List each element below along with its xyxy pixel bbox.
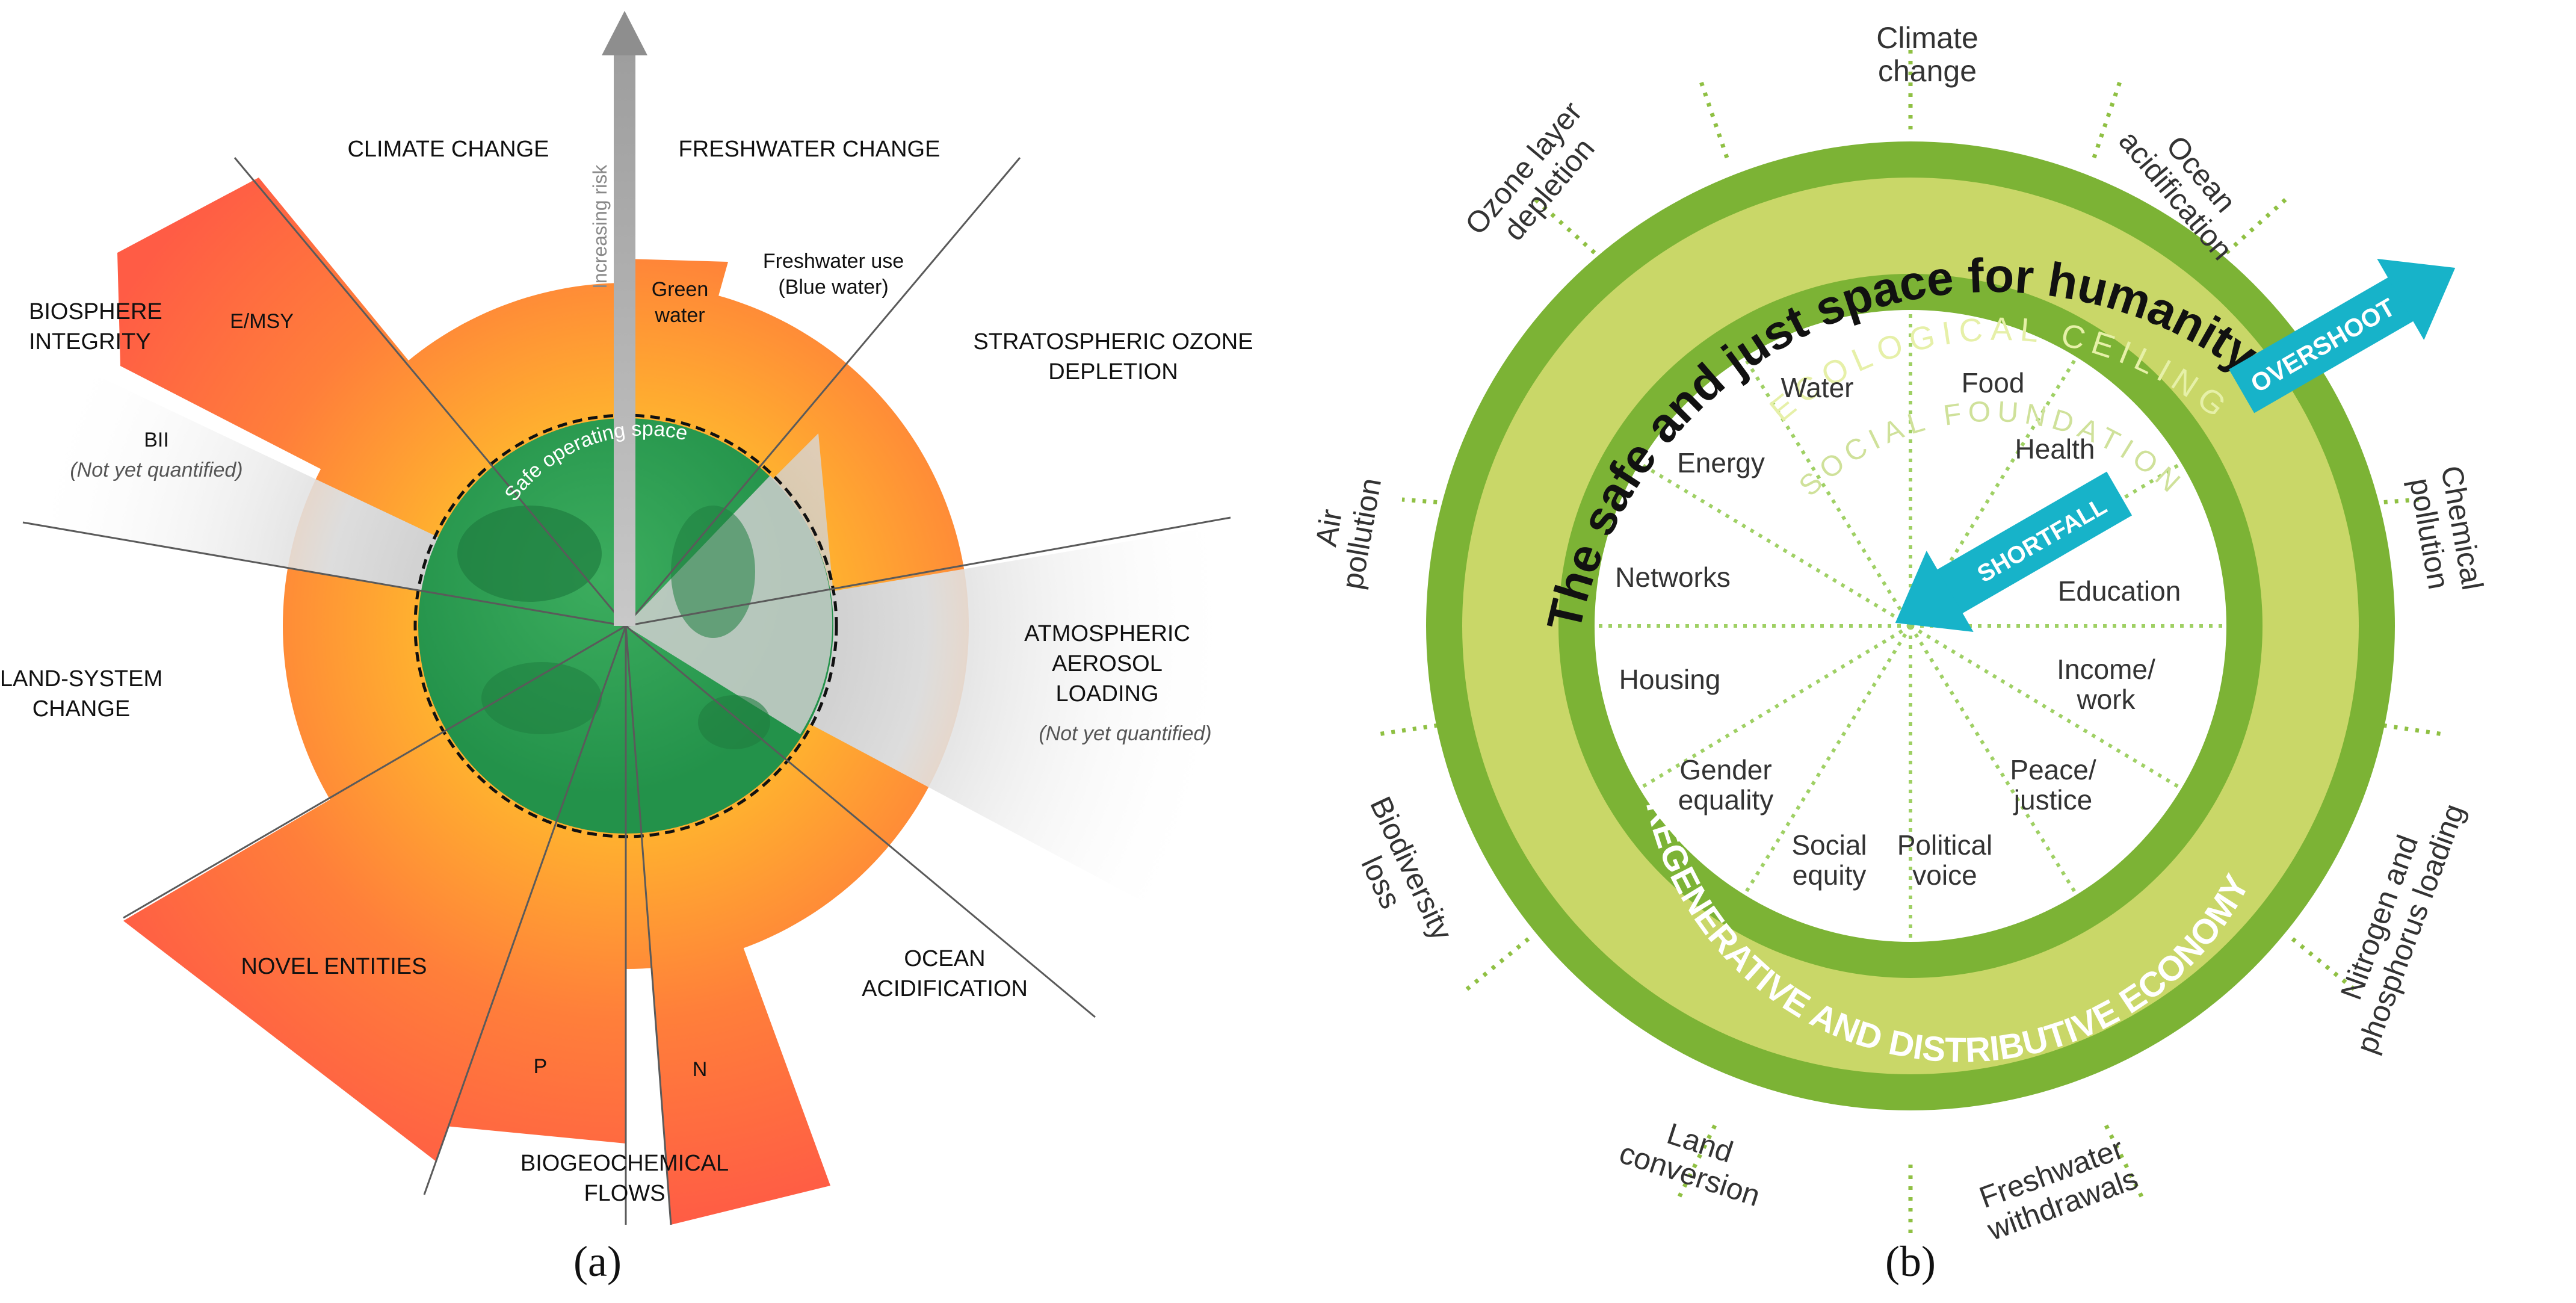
label-aerosol-3: LOADING xyxy=(1055,681,1158,707)
social-water: Water xyxy=(1781,372,1854,403)
social-health: Health xyxy=(2015,433,2095,465)
social-energy: Energy xyxy=(1677,447,1765,478)
social-political-1: Political xyxy=(1897,829,1993,861)
globe-continent xyxy=(671,506,755,638)
social-networks: Networks xyxy=(1615,562,1731,593)
panel-b: ECOLOGICAL CEILING The safe and just spa… xyxy=(1309,21,2489,1286)
eco-climate-1: Climate xyxy=(1876,21,1978,55)
globe-continent xyxy=(698,695,770,749)
label-nitrogen: N xyxy=(693,1058,708,1081)
label-green-water-2: water xyxy=(654,304,705,327)
caption-b: (b) xyxy=(1885,1237,1936,1286)
social-food: Food xyxy=(1962,367,2025,398)
label-emsy: E/MSY xyxy=(230,310,294,333)
increasing-risk-arrow-head xyxy=(602,11,647,55)
social-peace-1: Peace/ xyxy=(2010,754,2096,785)
label-ocean-acidification-1: OCEAN xyxy=(904,946,985,971)
eco-climate-2: change xyxy=(1878,54,1977,88)
label-phosphorus: P xyxy=(534,1055,548,1078)
increasing-risk-label: Increasing risk xyxy=(589,164,611,289)
sector-dividers xyxy=(22,157,1231,1225)
label-aerosol-note: (Not yet quantified) xyxy=(1039,722,1211,745)
label-novel-entities: NOVEL ENTITIES xyxy=(241,954,427,979)
label-biosphere-1: BIOSPHERE xyxy=(29,299,162,324)
social-income-2: work xyxy=(2076,684,2136,715)
label-stratospheric-ozone-2: DEPLETION xyxy=(1048,359,1178,385)
label-climate-change: CLIMATE CHANGE xyxy=(347,137,549,162)
label-freshwater-use-1: Freshwater use xyxy=(763,250,904,273)
social-education: Education xyxy=(2058,575,2181,607)
label-freshwater-use-2: (Blue water) xyxy=(778,276,888,299)
label-bii: BII xyxy=(144,429,169,451)
increasing-risk-arrow-shaft xyxy=(614,54,635,626)
globe-continent xyxy=(481,662,602,734)
label-land-system-1: LAND-SYSTEM xyxy=(0,666,162,692)
caption-a: (a) xyxy=(573,1237,622,1286)
label-biogeochemical-2: FLOWS xyxy=(584,1181,665,1206)
label-biosphere-2: INTEGRITY xyxy=(29,329,151,354)
social-foundation-spokes xyxy=(1595,313,2226,942)
label-biogeochemical-1: BIOGEOCHEMICAL xyxy=(520,1151,729,1176)
eco-air-1: Air xyxy=(1309,507,1348,549)
social-equity-1: Social xyxy=(1791,829,1867,861)
social-housing: Housing xyxy=(1619,664,1721,695)
label-stratospheric-ozone-1: STRATOSPHERIC OZONE xyxy=(973,329,1253,354)
social-income-1: Income/ xyxy=(2057,654,2155,685)
social-gender-2: equality xyxy=(1678,784,1774,816)
panel-a: Increasing risk Safe operating space CLI… xyxy=(0,11,1253,1286)
label-ocean-acidification-2: ACIDIFICATION xyxy=(862,976,1028,1001)
social-gender-1: Gender xyxy=(1679,754,1771,785)
label-aerosol-1: ATMOSPHERIC xyxy=(1024,621,1190,646)
label-land-system-2: CHANGE xyxy=(32,696,131,722)
globe-continent xyxy=(457,506,602,602)
label-bii-note: (Not yet quantified) xyxy=(70,459,242,481)
social-political-2: voice xyxy=(1912,859,1977,891)
label-green-water-1: Green xyxy=(652,278,709,301)
label-freshwater-change: FRESHWATER CHANGE xyxy=(679,137,941,162)
social-peace-2: justice xyxy=(2013,784,2092,816)
label-aerosol-2: AEROSOL xyxy=(1052,651,1163,676)
social-equity-2: equity xyxy=(1793,859,1867,891)
